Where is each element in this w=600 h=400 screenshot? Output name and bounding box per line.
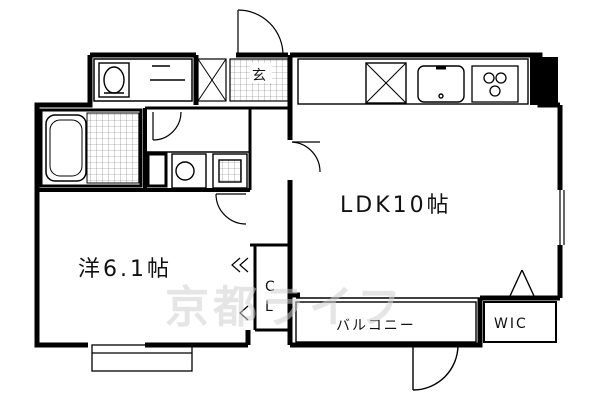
entrance-area (197, 9, 289, 102)
hallway-walls (250, 106, 288, 332)
entrance-label-bg (250, 63, 272, 83)
entrance-label: 玄 (252, 67, 268, 84)
ldk-label: LDK10帖 (340, 193, 452, 218)
ldk-window (559, 190, 565, 245)
stove-icon (471, 65, 519, 103)
washbasin-icon (171, 153, 248, 189)
bathtub-inner-icon (49, 119, 83, 177)
sink-icon (417, 65, 465, 103)
closet-c-label: C (265, 279, 277, 295)
balcony-label: バルコニー (336, 318, 416, 334)
bath-area (37, 58, 252, 192)
wic-label: WIC (494, 316, 528, 332)
western-room-markers (231, 257, 241, 273)
wic-walls (296, 269, 557, 343)
watermark: 京都ライフ (165, 282, 405, 333)
washroom-door (146, 111, 182, 188)
structural-column (530, 57, 558, 105)
kitchen-counter (297, 58, 529, 105)
western-room-window (91, 344, 193, 372)
western-room-door (215, 193, 247, 225)
western-room-label: 洋6.1帖 (78, 257, 172, 282)
balcony-area (295, 301, 477, 391)
closet-l-label: L (265, 299, 275, 315)
closet (239, 257, 249, 321)
toilet-icon (98, 62, 185, 98)
ldk-door (291, 141, 321, 173)
bathtub-icon (45, 114, 87, 182)
